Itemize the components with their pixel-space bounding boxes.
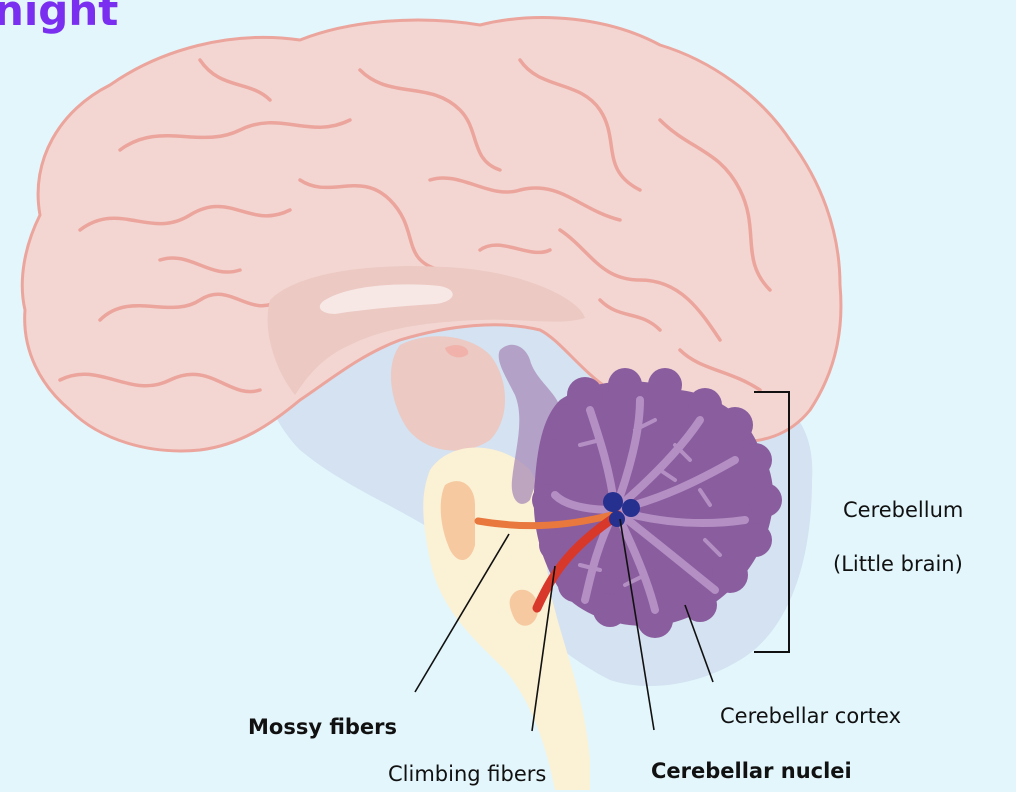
- mossy-fibers-label: Mossy fibers: [248, 714, 397, 740]
- cerebellum-label: Cerebellum: [843, 497, 963, 523]
- cerebellar-cortex-label: Cerebellar cortex: [720, 703, 901, 729]
- cerebellar-nuclei-label: Cerebellar nuclei: [651, 758, 852, 784]
- little-brain-label: (Little brain): [833, 551, 963, 577]
- climbing-fibers-label: Climbing fibers: [388, 761, 546, 787]
